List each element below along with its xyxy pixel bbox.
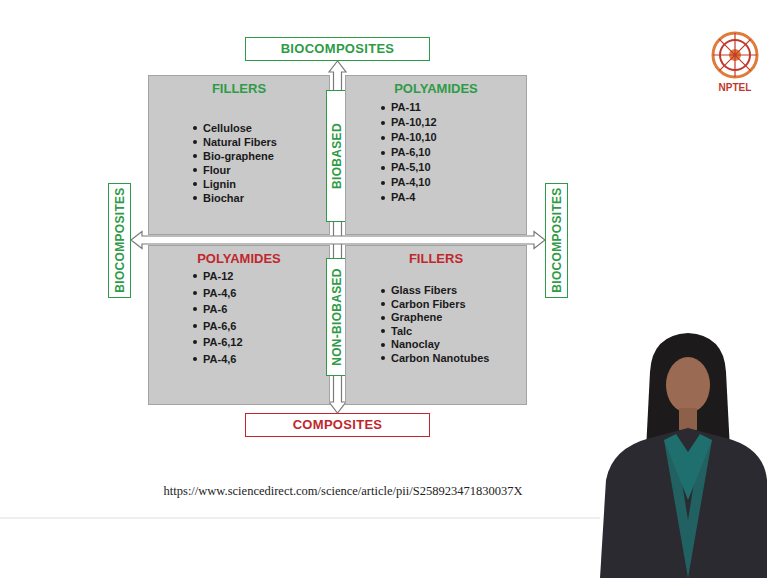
presenter-top <box>664 440 712 578</box>
quadrant-panel: FILLERS Glass FibersCarbon FibersGraphene… <box>345 245 527 405</box>
presenter-neck <box>679 408 697 430</box>
axis-label: BIOBASED <box>330 123 344 189</box>
list-item: PA-12 <box>203 268 329 285</box>
list-item: PA-4,6 <box>203 351 329 368</box>
presenter-figure <box>600 333 767 578</box>
list-item: PA-6 <box>203 301 329 318</box>
panel-heading: POLYAMIDES <box>149 251 329 267</box>
axis-label: NON-BIOBASED <box>330 268 344 366</box>
category-box: BIOCOMPOSITES <box>545 183 568 298</box>
panel-heading: POLYAMIDES <box>346 81 526 97</box>
category-title: COMPOSITES <box>246 414 429 435</box>
category-box: BIOCOMPOSITES <box>245 37 430 61</box>
list-item: Biochar <box>203 191 329 205</box>
category-title: BIOCOMPOSITES <box>113 187 127 292</box>
list-item: Talc <box>391 325 526 339</box>
list-item: Carbon Fibers <box>391 298 526 312</box>
list-item: PA-10,12 <box>391 115 526 130</box>
list-item: Carbon Nanotubes <box>391 352 526 366</box>
category-title: BIOCOMPOSITES <box>550 187 564 292</box>
presenter-jacket <box>600 428 767 578</box>
list-item: Cellulose <box>203 121 329 135</box>
quadrant-panel: FILLERS CelluloseNatural FibersBio-graphe… <box>148 75 330 235</box>
presenter-face <box>666 357 710 413</box>
list-item: PA-6,12 <box>203 334 329 351</box>
item-list: CelluloseNatural FibersBio-grapheneFlour… <box>203 121 329 205</box>
panel-heading: FILLERS <box>346 251 526 267</box>
list-item: PA-5,10 <box>391 160 526 175</box>
logo-text: NPTEL <box>705 82 765 93</box>
list-item: PA-6,10 <box>391 145 526 160</box>
list-item: Nanoclay <box>391 338 526 352</box>
panel-heading: FILLERS <box>149 81 329 97</box>
list-item: Natural Fibers <box>203 135 329 149</box>
quadrant-panel: POLYAMIDESPA-11PA-10,12PA-10,10PA-6,10PA… <box>345 75 527 235</box>
category-box: COMPOSITES <box>245 413 430 437</box>
item-list: PA-12PA-4,6PA-6PA-6,6PA-6,12PA-4,6 <box>203 268 329 367</box>
list-item: PA-4,6 <box>203 285 329 302</box>
list-item: Bio-graphene <box>203 149 329 163</box>
item-list: Glass FibersCarbon FibersGrapheneTalcNan… <box>391 284 526 365</box>
list-item: Lignin <box>203 177 329 191</box>
category-title: BIOCOMPOSITES <box>246 38 429 59</box>
item-list: PA-11PA-10,12PA-10,10PA-6,10PA-5,10PA-4,… <box>391 100 526 205</box>
category-box: BIOCOMPOSITES <box>108 183 131 298</box>
nptel-emblem <box>713 33 757 77</box>
list-item: Graphene <box>391 311 526 325</box>
emblem-ring <box>713 33 757 77</box>
list-item: PA-4 <box>391 190 526 205</box>
list-item: PA-4,10 <box>391 175 526 190</box>
list-item: Flour <box>203 163 329 177</box>
source-url: https://www.sciencedirect.com/science/ar… <box>0 484 686 499</box>
list-item: PA-11 <box>391 100 526 115</box>
slide-border <box>0 518 600 519</box>
list-item: Glass Fibers <box>391 284 526 298</box>
quadrant-panel: POLYAMIDESPA-12PA-4,6PA-6PA-6,6PA-6,12PA… <box>148 245 330 405</box>
list-item: PA-10,10 <box>391 130 526 145</box>
emblem-spokes <box>713 33 757 77</box>
list-item: PA-6,6 <box>203 318 329 335</box>
